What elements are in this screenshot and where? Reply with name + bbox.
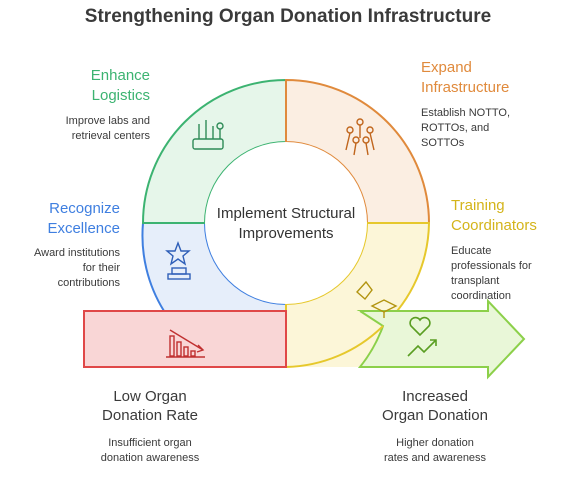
increased-donation-title: Increased Organ Donation — [350, 387, 520, 425]
page-title: Strengthening Organ Donation Infrastruct… — [84, 6, 492, 27]
expand-infrastructure-title-line1: Expand — [421, 59, 472, 76]
recognize-excellence-title-line2: Excellence — [47, 220, 120, 237]
arrow-increased-donation — [356, 298, 526, 380]
training-coordinators-desc-line1: Educate — [451, 245, 492, 257]
training-coordinators-desc-line4: coordination — [451, 290, 511, 302]
heart-growth-icon — [407, 316, 437, 357]
expand-infrastructure-desc: Establish NOTTO, ROTTOs, and SOTTOs — [421, 106, 561, 151]
center-label: Implement Structural Improvements — [206, 204, 366, 244]
increased-donation-desc-line2: rates and awareness — [383, 452, 487, 464]
recognize-excellence-desc-line3: contributions — [57, 277, 120, 289]
training-coordinators-desc-line3: transplant — [451, 275, 500, 287]
recognize-excellence-title: Recognize Excellence — [20, 199, 120, 239]
low-donation-desc-line2: donation awareness — [100, 452, 200, 464]
expand-infrastructure-desc-line1: Establish NOTTO, — [421, 107, 511, 119]
center-circle — [205, 142, 367, 304]
enhance-logistics-title: Enhance Logistics — [40, 66, 150, 106]
increased-donation-desc-line1: Higher donation — [396, 437, 474, 449]
low-donation-desc: Insufficient organ donation awareness — [70, 436, 230, 466]
center-line-1: Implement Structural — [216, 205, 356, 222]
enhance-logistics-desc-line1: Improve labs and — [65, 115, 150, 127]
enhance-logistics-title-line2: Logistics — [91, 87, 150, 104]
expand-infrastructure-title-line2: Infrastructure — [421, 79, 510, 96]
recognize-excellence-desc: Award institutions for their contributio… — [10, 246, 120, 291]
low-donation-title-line2: Donation Rate — [102, 407, 198, 424]
low-donation-title-line1: Low Organ — [113, 388, 187, 405]
training-coordinators-desc-line2: professionals for — [451, 260, 532, 272]
graduation-cap-icon — [356, 280, 398, 318]
lab-tools-icon — [192, 120, 224, 150]
expand-infrastructure-desc-line3: SOTTOs — [421, 137, 465, 149]
increased-donation-desc: Higher donation rates and awareness — [350, 436, 520, 466]
training-coordinators-title: Training Coordinators — [451, 196, 571, 236]
network-people-icon — [345, 118, 375, 156]
award-trophy-icon — [165, 241, 191, 280]
enhance-logistics-desc: Improve labs and retrieval centers — [40, 114, 150, 144]
recognize-excellence-desc-line2: for their — [82, 262, 120, 274]
center-line-2: Improvements — [238, 225, 334, 242]
training-coordinators-title-line1: Training — [451, 197, 505, 214]
declining-chart-icon — [166, 329, 205, 358]
training-coordinators-title-line2: Coordinators — [451, 217, 537, 234]
expand-infrastructure-desc-line2: ROTTOs, and — [421, 122, 490, 134]
expand-infrastructure-title: Expand Infrastructure — [421, 58, 561, 98]
increased-donation-title-line1: Increased — [402, 388, 468, 405]
low-donation-desc-line1: Insufficient organ — [108, 437, 192, 449]
increased-donation-title-line2: Organ Donation — [382, 407, 488, 424]
recognize-excellence-title-line1: Recognize — [49, 200, 120, 217]
low-donation-title: Low Organ Donation Rate — [70, 387, 230, 425]
enhance-logistics-title-line1: Enhance — [90, 67, 150, 84]
enhance-logistics-desc-line2: retrieval centers — [71, 130, 150, 142]
recognize-excellence-desc-line1: Award institutions — [33, 247, 120, 259]
training-coordinators-desc: Educate professionals for transplant coo… — [451, 244, 571, 304]
